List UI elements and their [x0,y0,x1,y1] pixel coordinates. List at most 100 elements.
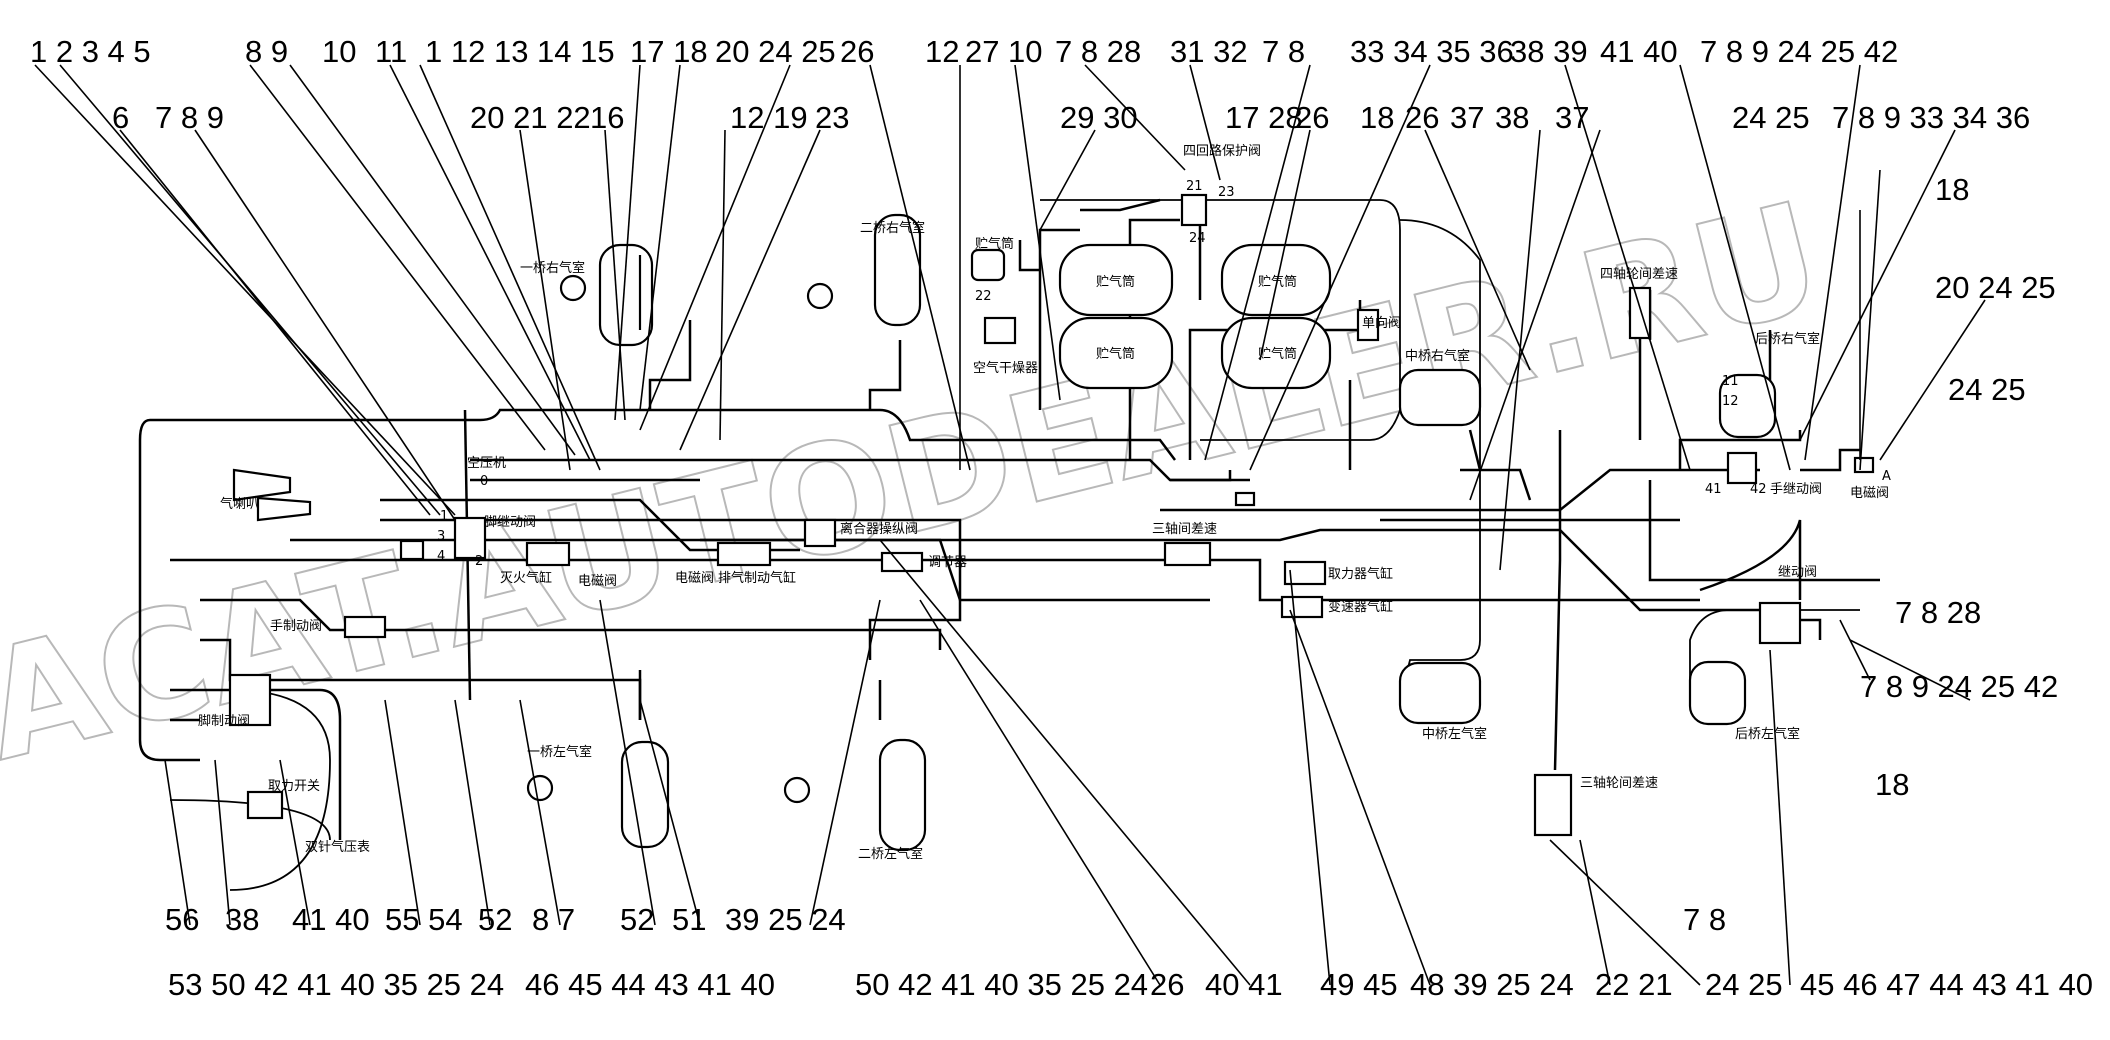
label-relay-valve: 继动阀 [1778,565,1817,580]
label-solenoid-valve-1: 电磁阀 [578,574,617,589]
relay-valve [1758,601,1802,645]
port-label: 0 [480,474,488,489]
callout-top-12: 7 8 28 [1055,34,1141,69]
label-pto-switch: 取力开关 [268,779,320,794]
callout-r2-14: 37 [1555,100,1589,135]
callout-top-5: 1 12 13 14 15 [425,34,615,69]
callout-top-16: 38 39 [1510,34,1588,69]
label-rear-left-chamber: 后桥左气室 [1735,726,1800,742]
label-foot-brake-valve: 脚制动阀 [198,713,250,729]
label-foot-relay-valve: 脚继动阀 [484,514,536,530]
callout-r2-5: 12 19 [730,100,808,135]
callout-r2-7: 29 30 [1060,100,1138,135]
label-front-left-chamber: 一桥左气室 [527,744,592,760]
label-middle-right-chamber: 中桥右气室 [1405,348,1470,364]
port-label: 11 [1722,374,1739,389]
foot-relay-valve [453,516,487,560]
callout-top-2: 8 9 [245,34,288,69]
label-solenoid-valve-2: 电磁阀 [675,571,714,586]
label-dual-pressure-gauge: 双针气压表 [305,839,370,855]
middle-left-chamber [1398,661,1482,725]
brake-chambers [526,213,1777,852]
callout-right-4: 7 8 28 [1895,595,1981,630]
label-air-tank-3: 贮气筒 [1258,274,1297,290]
air-tank-5 [970,248,1006,282]
port-label: 2 [475,554,483,569]
callout-top-8: 26 [840,34,874,69]
callout-r2-2: 7 8 9 [155,100,224,135]
callout-top-14: 7 8 [1262,34,1305,69]
solenoid-right [1853,456,1875,474]
callout-top-10: 27 [965,34,999,69]
label-air-tank-5: 贮气筒 [975,236,1014,252]
label-horn: 气喇叭 [220,496,259,512]
rear-left-chamber [1688,660,1747,726]
front-left-chamber [620,740,670,849]
callout-right-6: 18 [1875,767,1909,802]
callout-top-11: 10 [1008,34,1042,69]
port-label: 3 [437,529,445,544]
callout-b2-10: 45 46 47 44 43 41 40 [1800,967,2093,1002]
callout-top-9: 12 [925,34,959,69]
air-tank-2 [1058,316,1174,390]
hand-brake-valve [343,615,387,639]
label-compressor: 空压机 [467,456,506,471]
four-circuit-valve [1180,193,1208,227]
callout-b1-3: 41 40 [292,902,370,937]
callout-b1-1: 56 [165,902,199,937]
label-third-axle-wheel-diff: 三轴轮间差速 [1580,776,1658,791]
air-dryer [983,316,1017,345]
callout-top-15: 33 34 35 36 [1350,34,1514,69]
callout-r2-1: 6 [112,100,129,135]
callouts-bottom2: 53 50 42 41 40 35 25 24 46 45 44 43 41 4… [168,967,2093,1002]
third-axle-wheel-diff [1533,773,1573,837]
port-label: 21 [1186,179,1203,194]
callout-top-13: 31 32 [1170,34,1248,69]
air-tank-1 [1058,243,1174,317]
label-flameout-cylinder: 灭火气缸 [500,570,552,586]
gearbox-cylinder [1280,595,1324,619]
label-air-dryer: 空气干燥器 [973,360,1038,376]
port-label: 24 [1189,231,1206,246]
callout-right-5: 7 8 9 24 25 42 [1860,669,2058,704]
port-label: 22 [975,289,992,304]
callout-right-3: 24 25 [1948,372,2026,407]
label-four-circuit-valve: 四回路保护阀 [1183,143,1261,159]
callouts-right: 18 20 24 25 24 25 7 8 28 7 8 9 24 25 42 … [1683,172,2058,937]
label-regulator: 调节器 [928,555,967,570]
clutch-valve [803,518,837,548]
component-labels: 一桥右气室 二桥右气室 一桥左气室 二桥左气室 中桥右气室 中桥左气室 后桥右气… [198,143,1889,862]
hand-relay-valve [1726,451,1758,485]
label-gearbox-cylinder: 变速器气缸 [1328,599,1393,615]
third-axle-inter-diff [1163,541,1212,567]
callout-top-6: 17 18 [630,34,708,69]
callout-r2-8: 17 28 [1225,100,1303,135]
callout-r2-12: 37 [1450,100,1484,135]
second-left-chamber [878,738,927,852]
port-label: 12 [1722,394,1739,409]
label-air-tank-4: 贮气筒 [1258,346,1297,362]
callout-b1-2: 38 [225,902,259,937]
label-front-right-chamber: 一桥右气室 [520,260,585,276]
port-labels: 1 2 3 4 11 12 21 22 23 24 41 42 0 A [437,179,1891,569]
callout-b1-6: 8 7 [532,902,575,937]
port-label: 23 [1218,185,1235,200]
callout-r2-9: 26 [1295,100,1329,135]
rear-right-chamber [1718,373,1777,439]
callout-r2-15: 24 25 [1732,100,1810,135]
callout-b2-1: 53 50 42 41 40 35 25 24 [168,967,504,1002]
middle-right-chamber [1398,368,1482,427]
callout-b1-7: 52 [620,902,654,937]
callout-b2-2: 46 45 44 43 41 40 [525,967,775,1002]
pto-cylinder [1283,560,1327,586]
callout-b1-8: 51 [672,902,706,937]
label-third-axle-inter-diff: 三轴间差速 [1152,522,1217,537]
callout-r2-10: 18 [1360,100,1394,135]
callout-b1-4: 55 54 [385,902,463,937]
regulator [880,551,924,573]
callout-top-3: 10 [322,34,356,69]
label-air-tank-1: 贮气筒 [1096,274,1135,290]
label-solenoid-valve-3: 电磁阀 [1850,486,1889,501]
gauge-box [399,539,425,561]
